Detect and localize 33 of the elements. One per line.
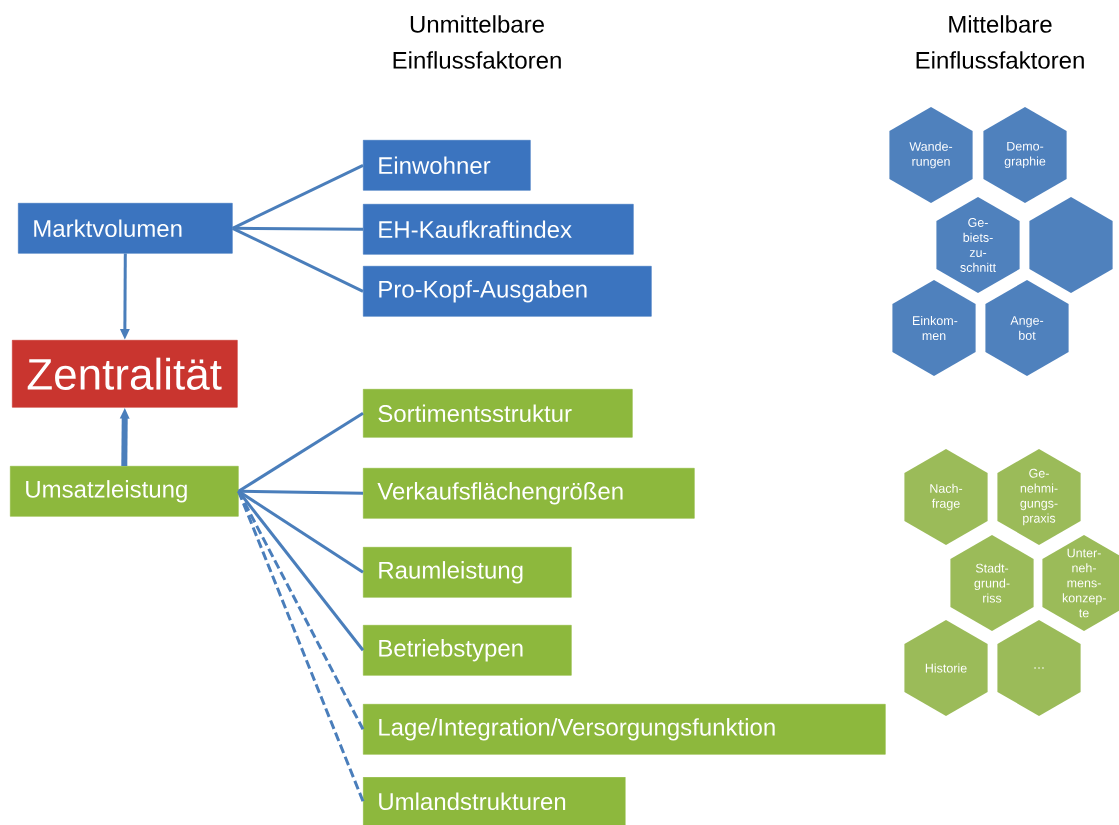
connector — [238, 489, 364, 495]
hexagon: Wande- rungen — [889, 107, 973, 203]
process-box: Pro-Kopf-Ausgaben — [363, 266, 652, 317]
process-box: Betriebstypen — [363, 625, 572, 676]
process-box: Raumleistung — [363, 547, 572, 598]
process-box: Marktvolumen — [18, 203, 233, 254]
column-heading: Mittelbare Einflussfaktoren — [916, 15, 1084, 69]
hexagon: Einkom- men — [892, 280, 976, 376]
process-box: Lage/Integration/Versorgungsfunktion — [363, 704, 886, 755]
process-box: Umsatzleistung — [10, 466, 239, 517]
process-box: EH-Kaufkraftindex — [363, 204, 634, 255]
hexagon: Ge- nehmi- gungs- praxis — [997, 449, 1081, 545]
column-heading: Unmittelbare Einflussfaktoren — [393, 15, 561, 69]
hexagon — [1029, 197, 1113, 293]
connector — [232, 226, 363, 231]
connector — [237, 412, 364, 493]
hexagon: Unter- neh- mens- konzep- te — [1042, 535, 1119, 631]
connector — [237, 490, 365, 652]
hexagon: Ge- biets- zu- schnitt — [936, 197, 1020, 293]
hexagon: Stadt- grund- riss — [950, 535, 1034, 631]
process-box: Einwohner — [363, 140, 531, 191]
hexagon: Nach- frage — [904, 449, 988, 545]
process-box: Umlandstrukturen — [363, 777, 626, 825]
hexagon: Ange- bot — [985, 280, 1069, 376]
hexagon: Historie — [904, 620, 988, 716]
process-box: Sortimentsstruktur — [363, 389, 633, 438]
connector — [231, 226, 364, 293]
process-box: Zentralität — [12, 340, 238, 408]
hexagon: … — [997, 620, 1081, 716]
hexagon: Demo- graphie — [983, 107, 1067, 203]
connector — [231, 163, 364, 230]
connector — [237, 490, 365, 802]
process-box: Verkaufsflächengrößen — [363, 468, 695, 519]
